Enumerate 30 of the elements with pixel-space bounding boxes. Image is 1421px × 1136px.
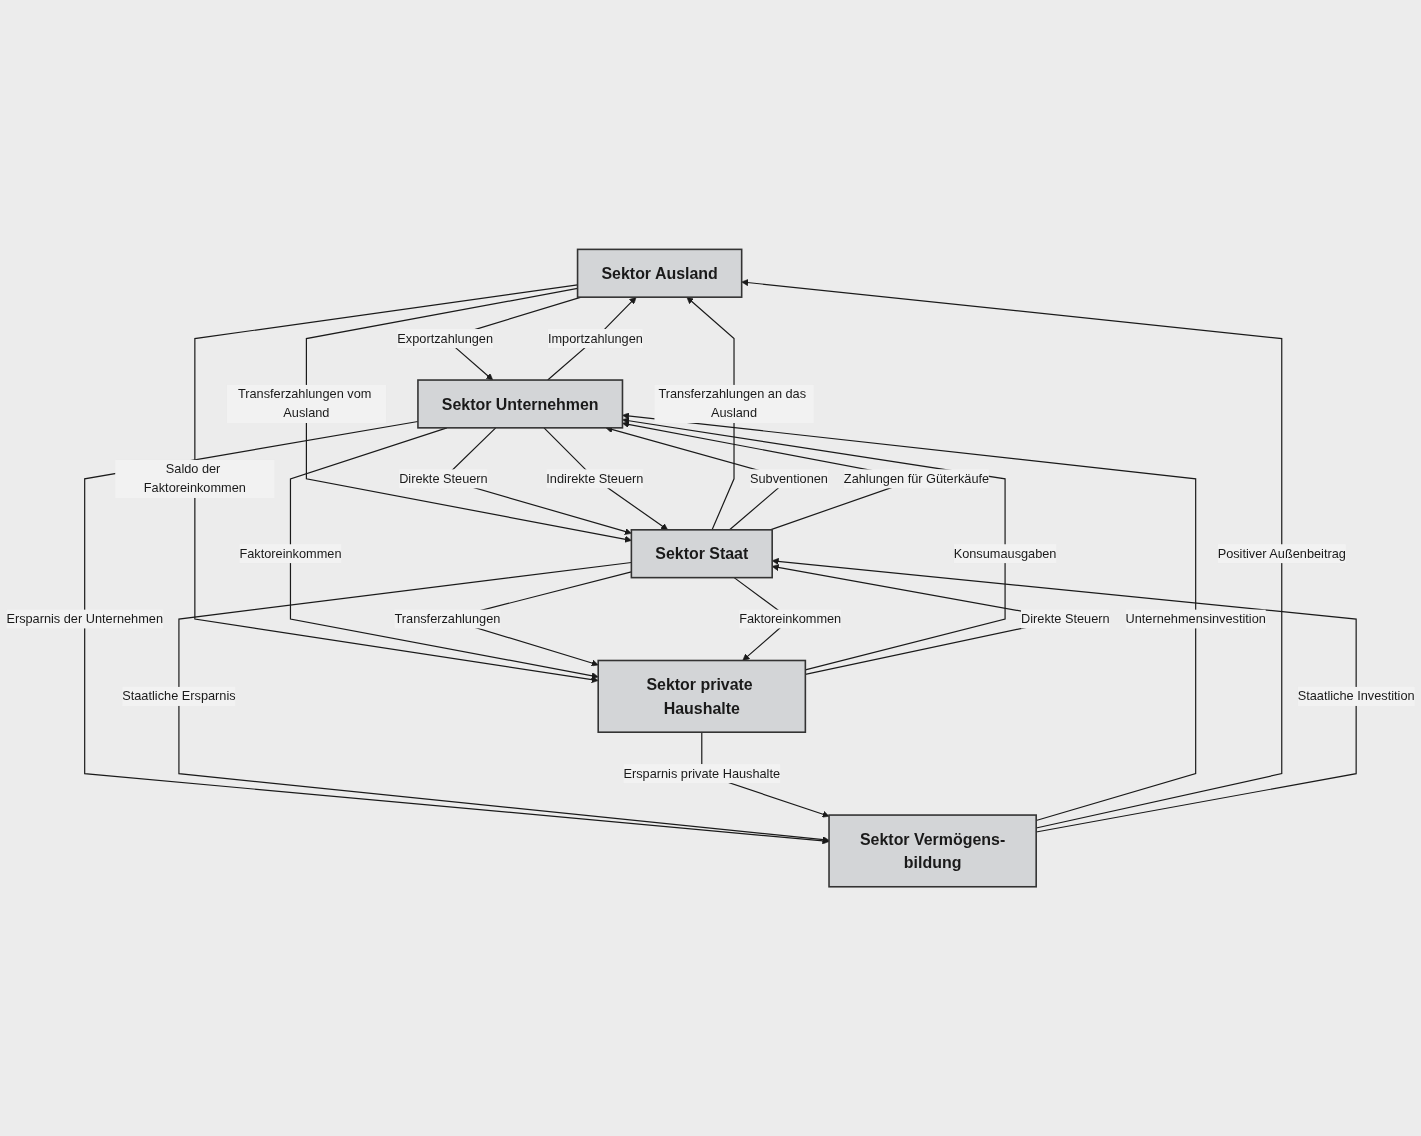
node-box: Sektor Vermögens-bildung — [828, 814, 1037, 888]
edge-label: Transferzahlungen an das Ausland — [658, 387, 807, 420]
node-box: Sektor Unternehmen — [417, 379, 624, 429]
edge-label: Positiver Außenbeitrag — [1217, 546, 1346, 561]
arrow — [194, 284, 599, 683]
edge-label: Importzahlungen — [547, 331, 643, 345]
edge-label: Staatliche Ersparnis — [122, 689, 236, 703]
arrow — [543, 427, 668, 531]
edge-label: Unternehmensinvestition — [1125, 611, 1266, 626]
arrow — [741, 279, 1283, 829]
arrow — [289, 427, 599, 680]
node-box: Sektor Staat — [630, 528, 773, 579]
arrow — [622, 417, 1006, 671]
edge-label: Transferzahlungen vom Ausland — [237, 387, 372, 420]
edge-label: Exportzahlungen — [397, 331, 494, 345]
edge-label: Direkte Steuern — [399, 471, 488, 486]
edge-label: Saldo der Faktoreinkommen — [143, 462, 246, 495]
edge-label: Subventionen — [749, 471, 828, 486]
edge-label: Faktoreinkommen — [739, 611, 842, 626]
edge-label: Ersparnis private Haushalte — [623, 766, 781, 780]
edge-label: Indirekte Steuern — [546, 471, 644, 486]
edge-label: Zahlungen für Güterkäufe — [843, 471, 990, 486]
node-box: Sektor private Haushalte — [597, 659, 807, 733]
edge-label: Staatliche Investition — [1297, 689, 1415, 703]
edge-label: Transferzahlungen — [394, 611, 501, 626]
edge-label: Konsumausgaben — [953, 546, 1057, 561]
edge-label: Direkte Steuern — [1021, 611, 1110, 626]
edge-label: Ersparnis der Unternehmen — [6, 611, 163, 626]
edge-label: Faktoreinkommen — [239, 546, 342, 561]
node-box: Sektor Ausland — [576, 248, 743, 298]
